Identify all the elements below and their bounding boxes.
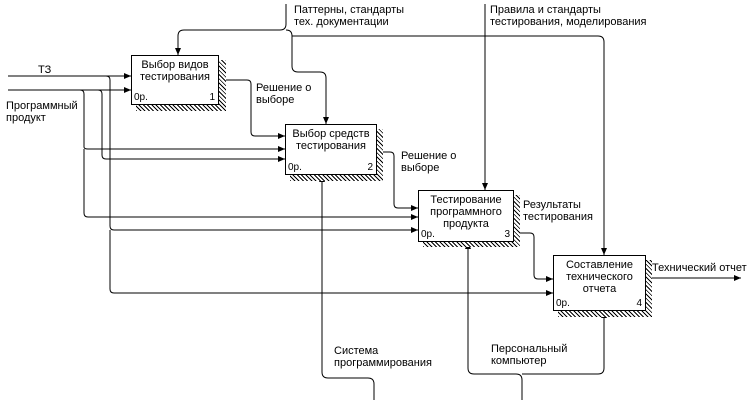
arrow-product-box3 (83, 149, 418, 220)
arrow-pc-box4 (522, 311, 607, 375)
arrow-tz-box4 (109, 230, 553, 296)
box2-title: Выбор средств тестирования (292, 128, 370, 152)
arrow-product-box2b (97, 89, 285, 162)
arrow-pc (465, 242, 523, 400)
arrow-patterns (175, 4, 287, 55)
arrow-patterns-box2 (285, 29, 329, 124)
box3-number: 3 (504, 229, 510, 240)
activity-box-2[interactable]: Выбор средств тестирования 0р. 2 (285, 124, 377, 175)
activity-box-3[interactable]: Тестирование программного продукта 0р. 3 (418, 190, 514, 242)
box4-number: 4 (636, 298, 642, 309)
arrow-product-box2a (79, 89, 285, 152)
box1-cost: 0р. (134, 92, 148, 103)
box1-number: 1 (209, 92, 215, 103)
box2-number: 2 (367, 162, 373, 173)
arrow-decision1 (215, 79, 285, 139)
box3-title: Тестирование программного продукта (430, 194, 502, 230)
box2-cost: 0р. (288, 162, 302, 173)
arrow-tz-box3 (105, 75, 418, 233)
label-pc: Персональный компьютер (491, 343, 568, 367)
arrow-results (514, 232, 553, 282)
label-decision-1: Решение о выборе (256, 82, 312, 106)
box4-title: Составление технического отчета (565, 259, 634, 295)
label-patterns: Паттерны, стандарты тех. документации (294, 4, 405, 28)
arrow-prog-system (319, 175, 375, 400)
label-prog-system: Система программирования (334, 345, 432, 369)
label-report: Технический отчет (652, 262, 747, 274)
activity-box-4[interactable]: Составление технического отчета 0р. 4 (553, 255, 646, 311)
activity-box-1[interactable]: Выбор видов тестирования 0р. 1 (131, 55, 219, 105)
box1-title: Выбор видов тестирования (140, 59, 210, 83)
arrow-decision2 (377, 151, 418, 211)
label-rules: Правила и стандарты тестирования, модели… (490, 4, 647, 28)
label-results: Результаты тестирования (523, 199, 593, 223)
box4-cost: 0р. (556, 298, 570, 309)
label-decision-2: Решение о выборе (401, 150, 457, 174)
label-tz: ТЗ (38, 64, 52, 76)
arrow-patterns-box4 (292, 35, 607, 255)
box3-cost: 0р. (421, 229, 435, 240)
label-program-product: Программный продукт (6, 100, 78, 124)
